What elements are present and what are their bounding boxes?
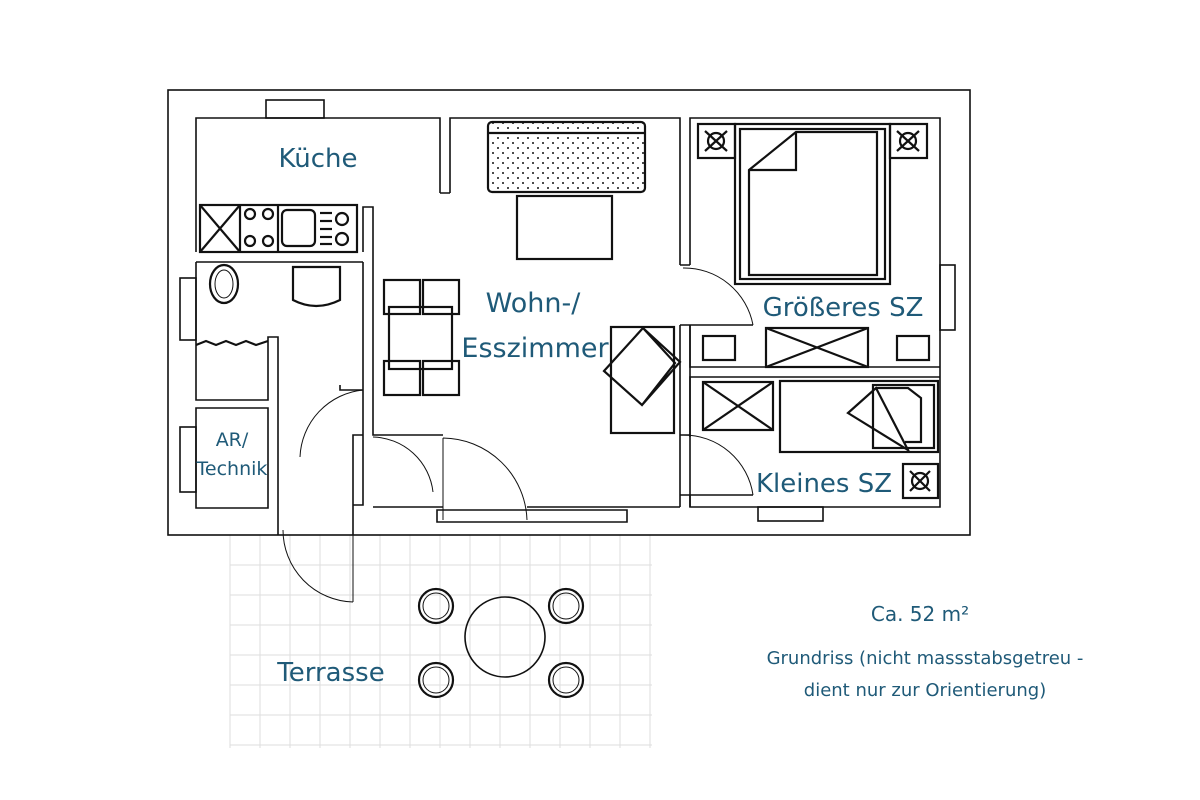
terrace-door-arc bbox=[282, 529, 354, 603]
interior-wall bbox=[362, 206, 443, 436]
note-line-2: dient nur zur Orientierung) bbox=[804, 680, 1046, 701]
kitchen-counter bbox=[198, 203, 359, 254]
front-door bbox=[442, 437, 528, 521]
wardrobe bbox=[701, 326, 931, 432]
terrace-table bbox=[417, 587, 585, 699]
ar-door-arc bbox=[372, 436, 434, 493]
room-label-living: Wohn-/ bbox=[486, 288, 582, 319]
living-east-wall bbox=[679, 325, 691, 507]
living-south-wall bbox=[373, 506, 680, 523]
coffee-table bbox=[515, 194, 614, 261]
armchair bbox=[602, 325, 682, 435]
bedroom-window bbox=[939, 264, 956, 331]
terrace-chair bbox=[547, 587, 585, 625]
room-label-small-bedroom: Kleines SZ bbox=[756, 469, 892, 499]
bath-door-arc bbox=[299, 389, 364, 458]
terrace-chair bbox=[417, 587, 455, 625]
nightstand-lamps bbox=[696, 122, 940, 500]
bath-window bbox=[179, 277, 197, 341]
single-bed bbox=[778, 379, 940, 454]
kitchen-walls bbox=[195, 117, 681, 265]
terrace-tiles bbox=[229, 534, 652, 748]
room-label-large-bedroom: Größeres SZ bbox=[763, 293, 924, 323]
ar-window bbox=[179, 426, 197, 493]
sink-icon bbox=[291, 265, 342, 308]
hall-walls bbox=[277, 385, 364, 535]
bedroom-door-arc bbox=[682, 267, 754, 326]
room-label-technik: Technik bbox=[196, 458, 268, 480]
terrace-chair bbox=[547, 661, 585, 699]
room-label-dining: Esszimmer bbox=[461, 333, 609, 364]
small-bedroom-window bbox=[757, 506, 824, 522]
terrace-chair bbox=[417, 661, 455, 699]
kitchen-window bbox=[265, 99, 325, 119]
toilet-icon bbox=[208, 263, 240, 305]
sofa bbox=[486, 120, 647, 194]
note-line-1: Grundriss (nicht massstabsgetreu - bbox=[767, 648, 1084, 669]
dining-table bbox=[382, 278, 461, 397]
outer-wall bbox=[167, 89, 971, 536]
area-label: Ca. 52 m² bbox=[871, 602, 969, 626]
double-bed bbox=[733, 122, 892, 286]
shower-edge bbox=[195, 339, 269, 347]
small-bedroom-door-arc bbox=[682, 434, 754, 496]
room-label-ar: AR/ bbox=[216, 429, 249, 451]
room-label-terrace: Terrasse bbox=[276, 658, 384, 688]
room-label-kitchen: Küche bbox=[278, 144, 357, 174]
